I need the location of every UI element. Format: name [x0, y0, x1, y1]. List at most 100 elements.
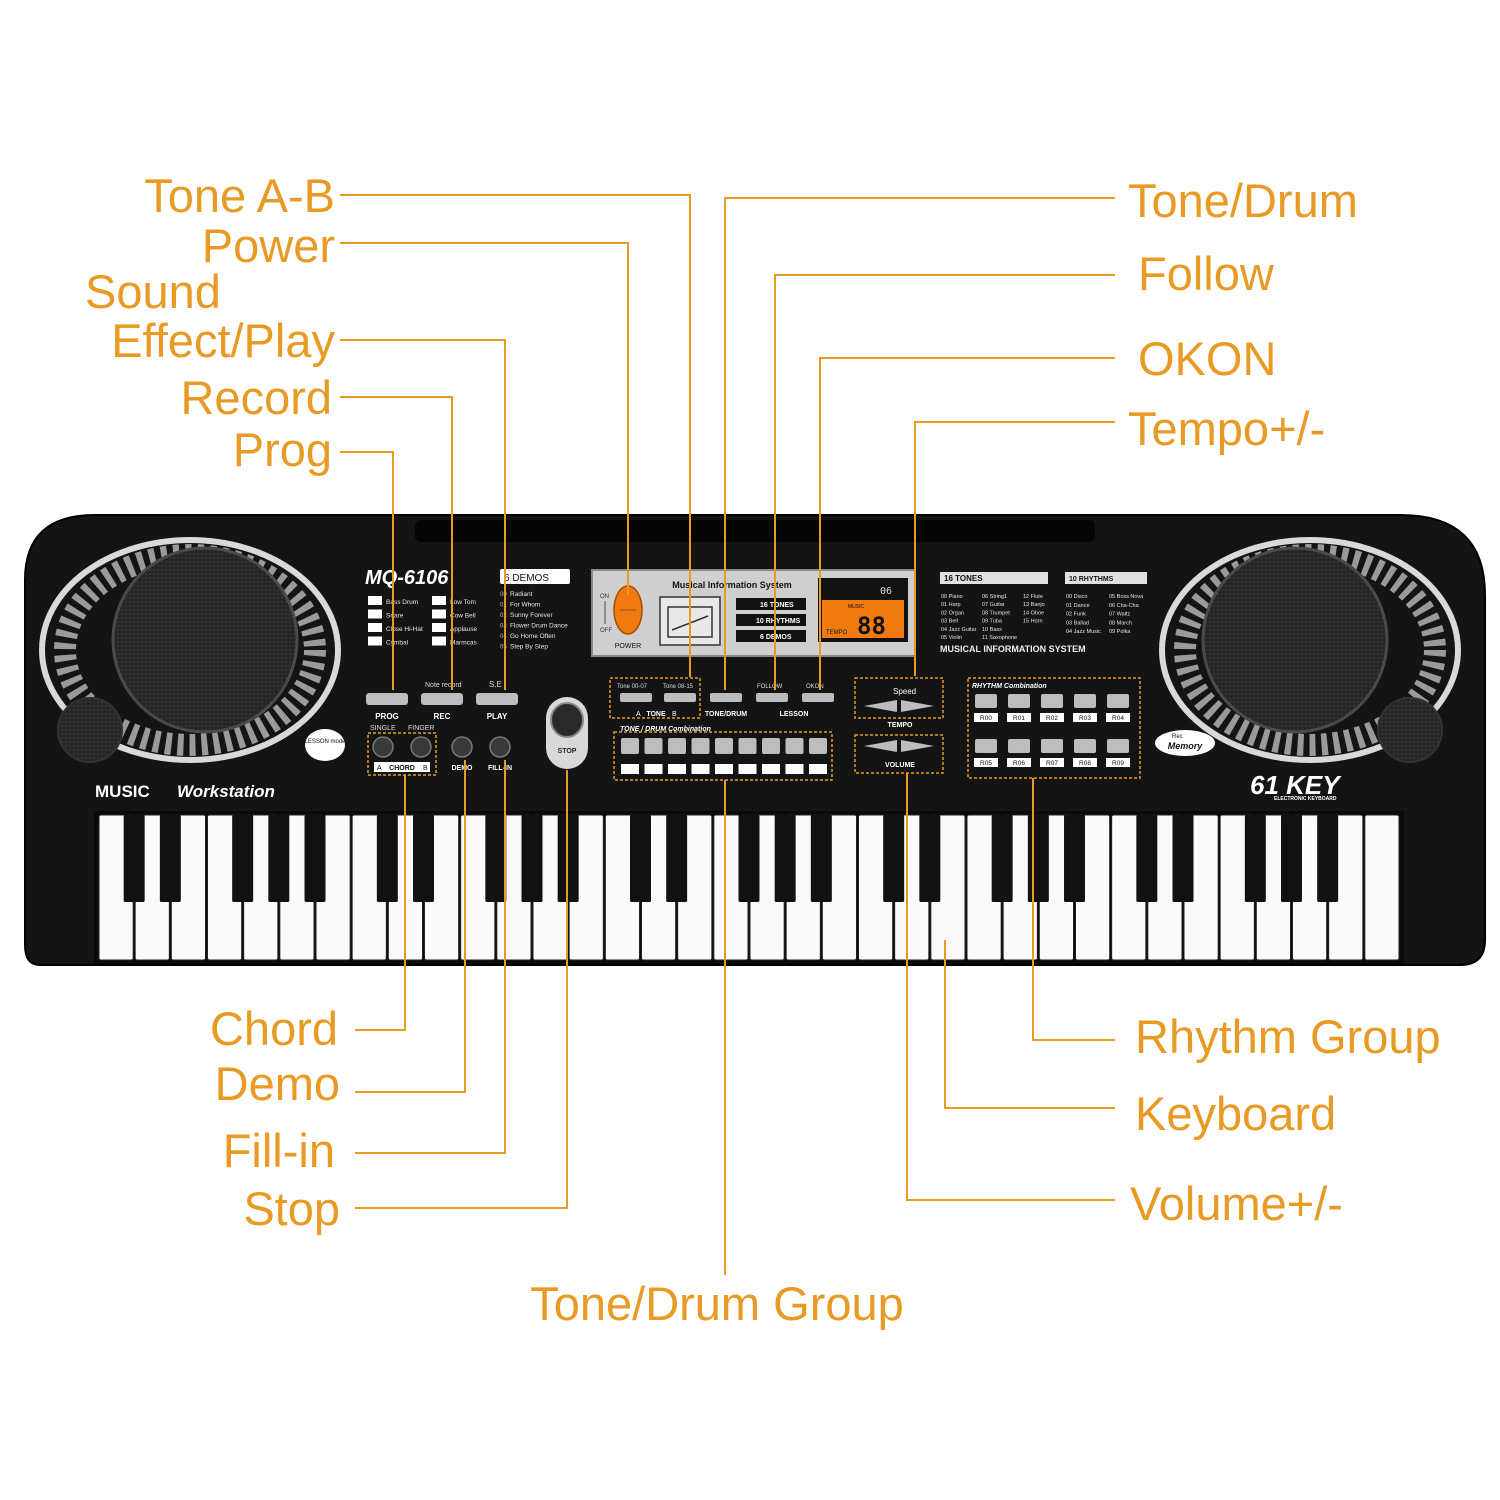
black-key[interactable] [1244, 815, 1266, 902]
tone-drum-button[interactable] [710, 693, 742, 702]
tone-a-button[interactable] [620, 693, 652, 702]
rhythm-pad[interactable] [1008, 739, 1030, 753]
black-key[interactable] [1064, 815, 1085, 902]
rhythm-pad[interactable] [1107, 694, 1129, 708]
black-key[interactable] [413, 815, 434, 902]
black-key[interactable] [1317, 815, 1339, 902]
chord-b-label: B [423, 765, 428, 772]
black-key[interactable] [304, 815, 326, 902]
prog-button[interactable] [366, 693, 408, 705]
black-key[interactable] [738, 815, 760, 902]
tone-drum-pad[interactable] [762, 738, 780, 754]
okon-leader [819, 357, 1115, 690]
black-key[interactable] [883, 815, 905, 902]
black-key[interactable] [521, 815, 543, 902]
black-key[interactable] [268, 815, 290, 902]
tempo-volume-section: Speed TEMPO VOLUME [854, 677, 944, 774]
black-key[interactable] [232, 815, 254, 902]
black-key[interactable] [666, 815, 688, 902]
black-key[interactable] [1281, 815, 1302, 902]
tone-drum-combo-label: TONE / DRUM Combination [620, 726, 711, 733]
rhythm-code-tag [974, 758, 998, 767]
black-key[interactable] [557, 815, 579, 902]
demo-index: 00 [500, 592, 507, 598]
volume-down-button[interactable] [864, 740, 897, 752]
sound-effect-key-icon [432, 623, 446, 632]
tempo-down-button[interactable] [864, 700, 897, 712]
rhythm-pad[interactable] [975, 739, 997, 753]
music-stand-slot [415, 520, 1095, 542]
black-key[interactable] [1136, 815, 1158, 902]
tone-list-item: 04 Jazz Guitar [941, 627, 977, 633]
tempo-up-button[interactable] [901, 700, 934, 712]
rhythm-code-label: R01 [1013, 715, 1025, 722]
rhythm-pad[interactable] [1074, 739, 1096, 753]
tones-badge: 16 TONES [760, 602, 794, 609]
rhythm-code-label: R06 [1013, 760, 1025, 767]
left-speaker [39, 537, 341, 763]
tone-drum-pad[interactable] [715, 738, 733, 754]
rhythm-list-item: 06 Cha-Cha [1109, 603, 1140, 609]
demo-index: 02 [500, 613, 507, 619]
black-key[interactable] [485, 815, 507, 902]
rhythm-pad[interactable] [1074, 694, 1096, 708]
tone-drum-pad[interactable] [668, 738, 686, 754]
rhythm-pad[interactable] [1041, 739, 1063, 753]
rhythm-code-label: R02 [1046, 715, 1058, 722]
single-chord-button[interactable] [372, 736, 394, 758]
black-key[interactable] [991, 815, 1013, 902]
rhythm-pad[interactable] [1107, 739, 1129, 753]
tone-drum-pad[interactable] [785, 738, 804, 754]
power-label: POWER [615, 643, 641, 650]
tone-label: TONE [646, 711, 666, 718]
display-title: Musical Information System [672, 580, 792, 590]
rhythm-pad[interactable] [1008, 694, 1030, 708]
sound-effect-item: Bass Drum [386, 599, 418, 606]
note-record-label: Note record [425, 682, 462, 689]
finger-chord-button[interactable] [410, 736, 432, 758]
tone-list-item: 01 Harp [941, 602, 961, 608]
callout-okon: OKON [1138, 332, 1276, 385]
black-key[interactable] [630, 815, 651, 902]
rec-label: REC [434, 712, 451, 721]
rhythms-header: 10 RHYTHMS [1069, 576, 1114, 583]
sound-effect-key-icon [432, 596, 446, 605]
black-key[interactable] [1172, 815, 1194, 902]
rhythm-code-label: R05 [980, 760, 992, 767]
play-button[interactable] [476, 693, 518, 705]
tone-list-item: 12 Flute [1023, 594, 1043, 600]
on-label: ON [600, 594, 609, 600]
record-control-group: Note record S.E PROG REC PLAY [366, 680, 518, 721]
tone-drum-pad[interactable] [644, 738, 663, 754]
tone-list-item: 10 Bass [982, 627, 1002, 633]
fill-in-button[interactable] [489, 736, 511, 758]
stop-button[interactable] [550, 702, 584, 738]
black-key[interactable] [123, 815, 145, 902]
rec-button[interactable] [421, 693, 463, 705]
volume-up-button[interactable] [901, 740, 934, 752]
black-key[interactable] [1027, 815, 1049, 902]
okon-button[interactable] [802, 693, 834, 702]
tone-drum-pad[interactable] [691, 738, 710, 754]
black-key[interactable] [919, 815, 941, 902]
tone-drum-pad[interactable] [621, 738, 639, 754]
follow-button[interactable] [756, 693, 788, 702]
tone-ab-leader [340, 194, 691, 677]
black-key[interactable] [774, 815, 796, 902]
rhythm-pad[interactable] [975, 694, 997, 708]
tone-b-button[interactable] [664, 693, 696, 702]
sound-effect-item: Marmcas [450, 640, 477, 647]
instrument-icon [668, 764, 686, 774]
rhythm-pad[interactable] [1041, 694, 1063, 708]
demo-button[interactable] [451, 736, 473, 758]
tempo-label: TEMPO [888, 722, 913, 729]
black-key[interactable] [810, 815, 832, 902]
music-label: MUSIC [95, 782, 150, 801]
white-key[interactable] [1364, 814, 1400, 961]
tone-drum-pad[interactable] [738, 738, 757, 754]
black-key[interactable] [159, 815, 181, 902]
finger-label: FINGER [408, 725, 434, 732]
tone-drum-pad[interactable] [809, 738, 827, 754]
black-key[interactable] [376, 815, 398, 902]
